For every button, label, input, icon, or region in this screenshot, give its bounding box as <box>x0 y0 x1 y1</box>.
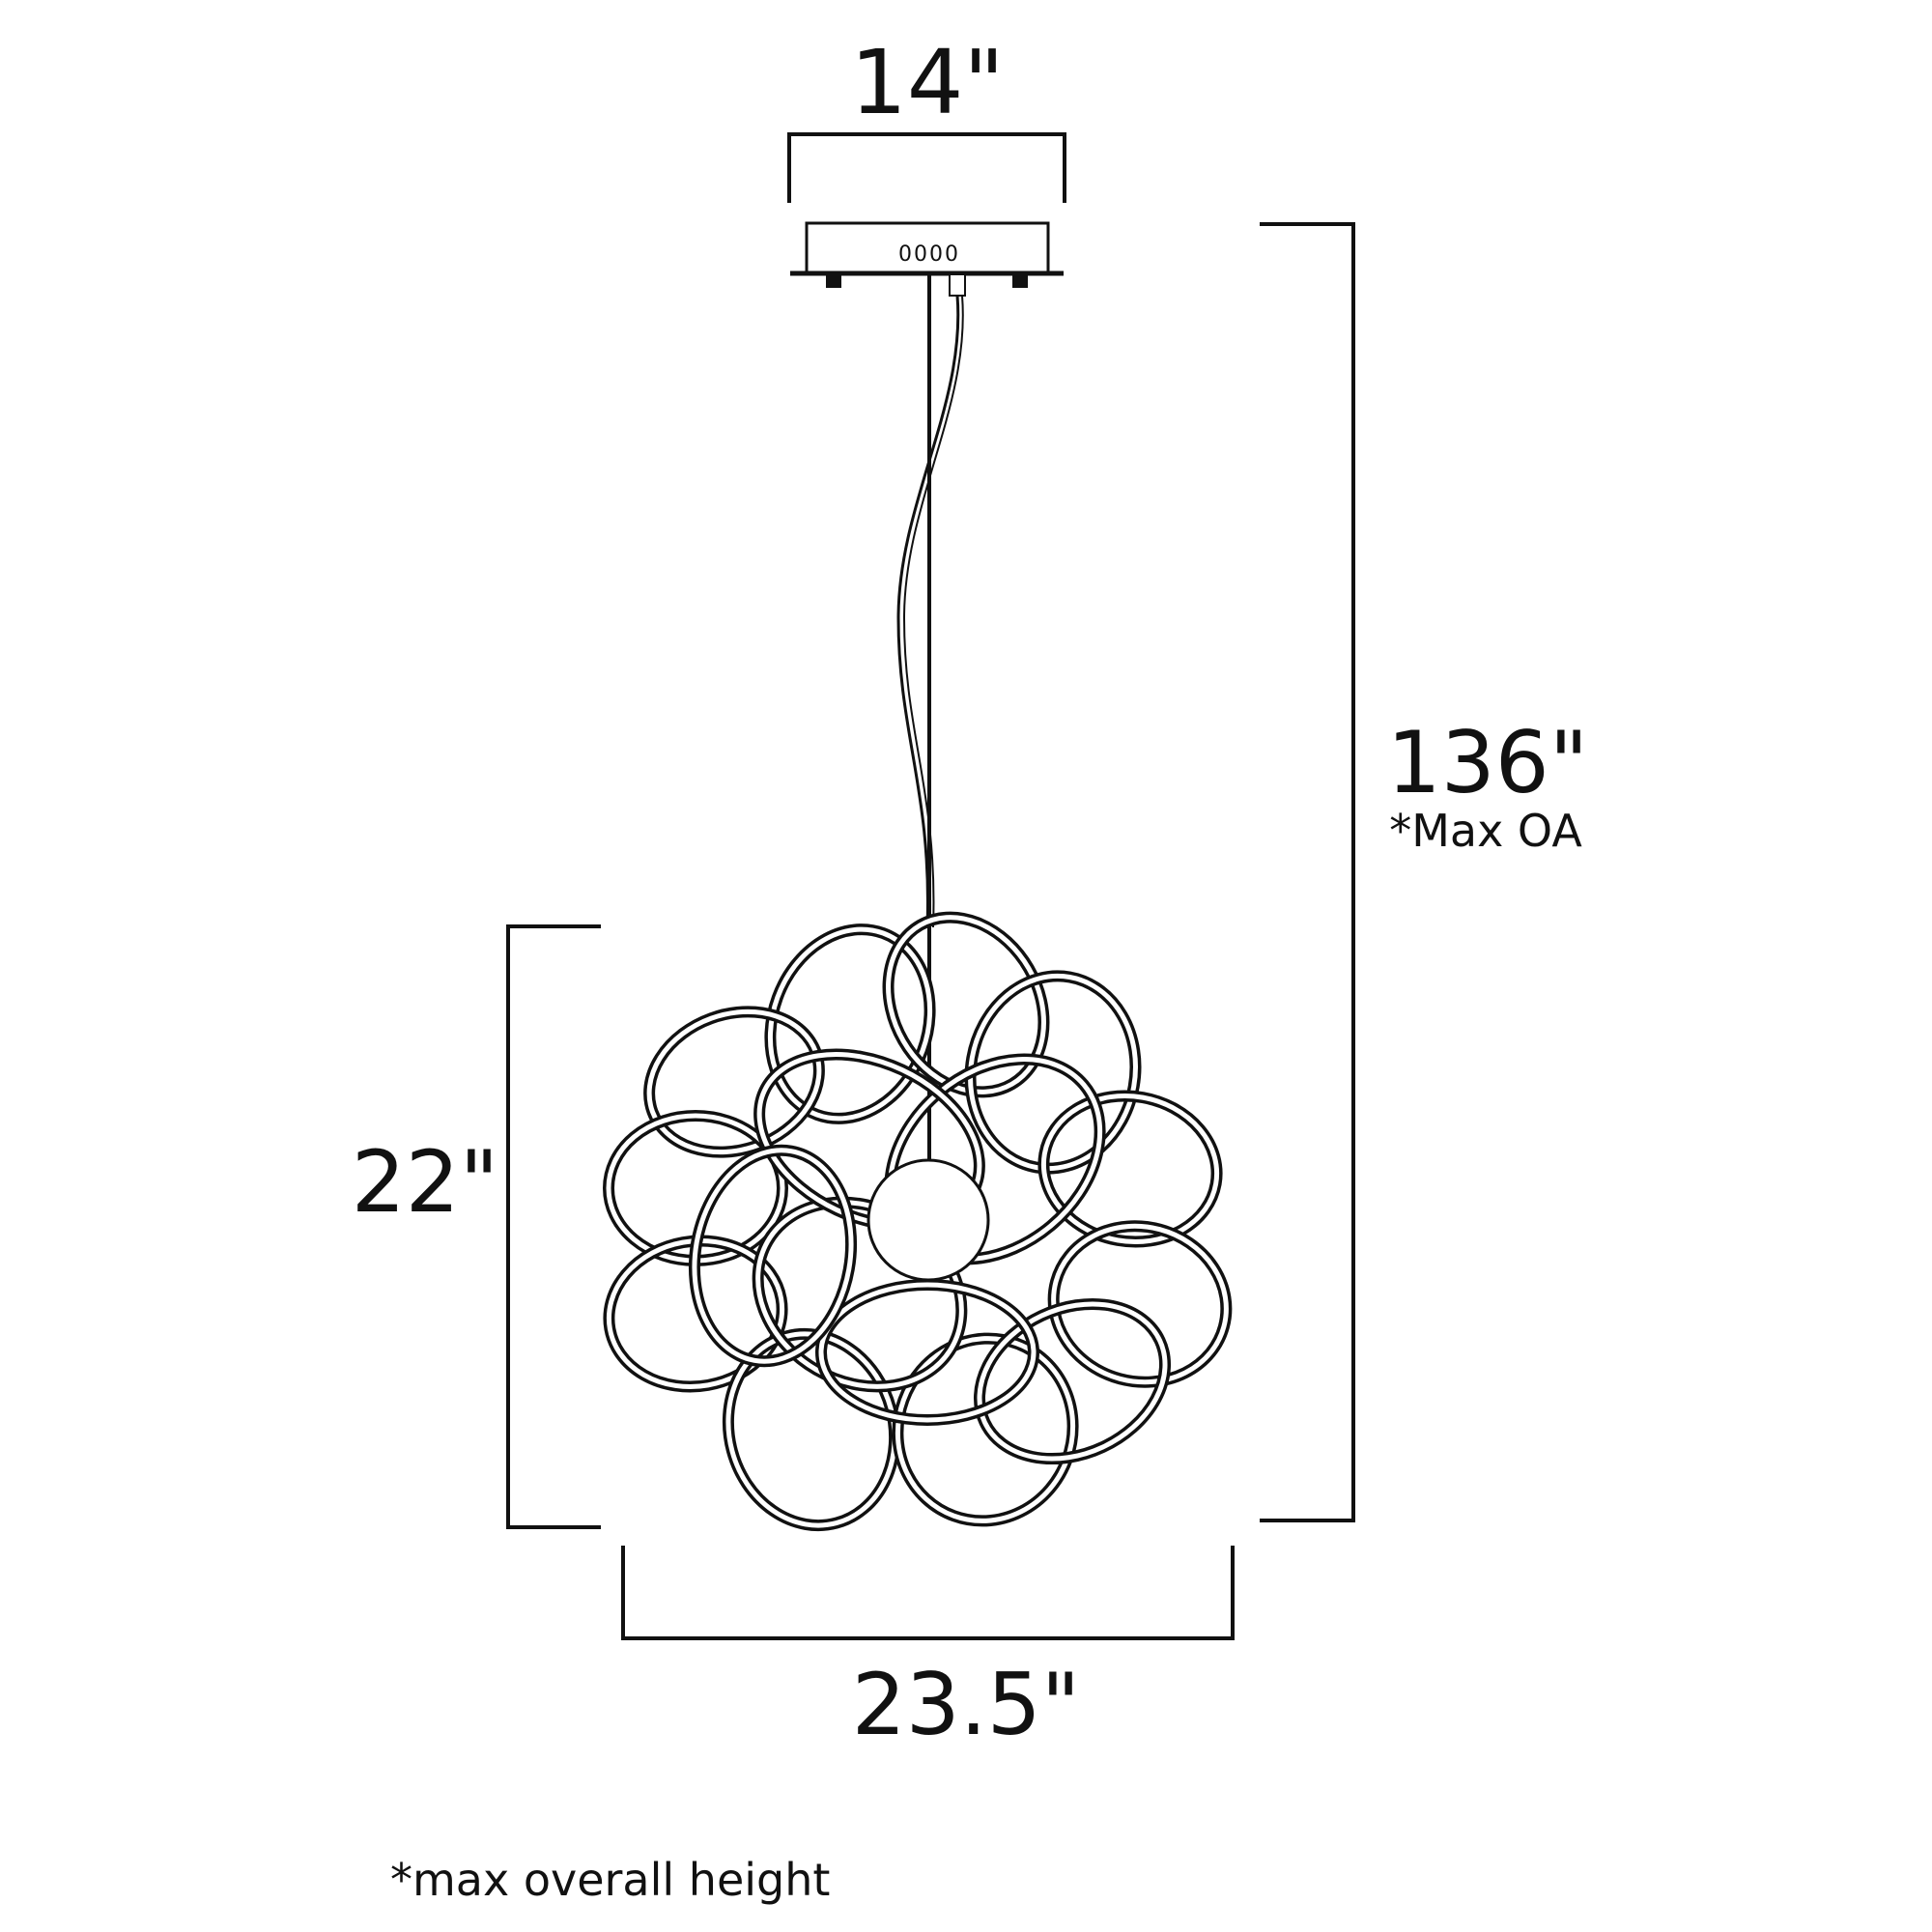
fixture-width-label: 23.5" <box>852 1655 1080 1754</box>
pendant-loop <box>968 973 1138 1172</box>
overall-height-note: *Max OA <box>1389 805 1582 857</box>
pendant-loop <box>1051 1223 1229 1385</box>
overall-height-bracket <box>1260 222 1355 1522</box>
fixture-height-label: 22" <box>352 1132 498 1232</box>
pendant-loop <box>818 1282 1037 1423</box>
pendant-loop <box>977 1301 1168 1462</box>
pendant-loop <box>1040 1094 1220 1244</box>
power-cord <box>896 295 960 928</box>
canopy: 0000 <box>790 221 1064 297</box>
footnote: *max overall height <box>390 1854 830 1906</box>
fixture-width-bracket <box>621 1546 1235 1640</box>
canopy-marking: 0000 <box>898 242 960 267</box>
canopy-width-label: 14" <box>850 31 1004 134</box>
overall-height-label: 136" <box>1387 713 1588 812</box>
pendant-loop <box>886 915 1046 1094</box>
pendant-loop <box>643 1006 825 1158</box>
canopy-width-bracket <box>787 132 1066 203</box>
center-hub <box>867 1158 990 1282</box>
pendant-loop <box>767 926 933 1122</box>
pendant-loop <box>725 1331 897 1528</box>
fixture-height-bracket <box>506 924 601 1529</box>
pendant-loop <box>606 1238 785 1389</box>
pendant-loop <box>692 1148 854 1364</box>
